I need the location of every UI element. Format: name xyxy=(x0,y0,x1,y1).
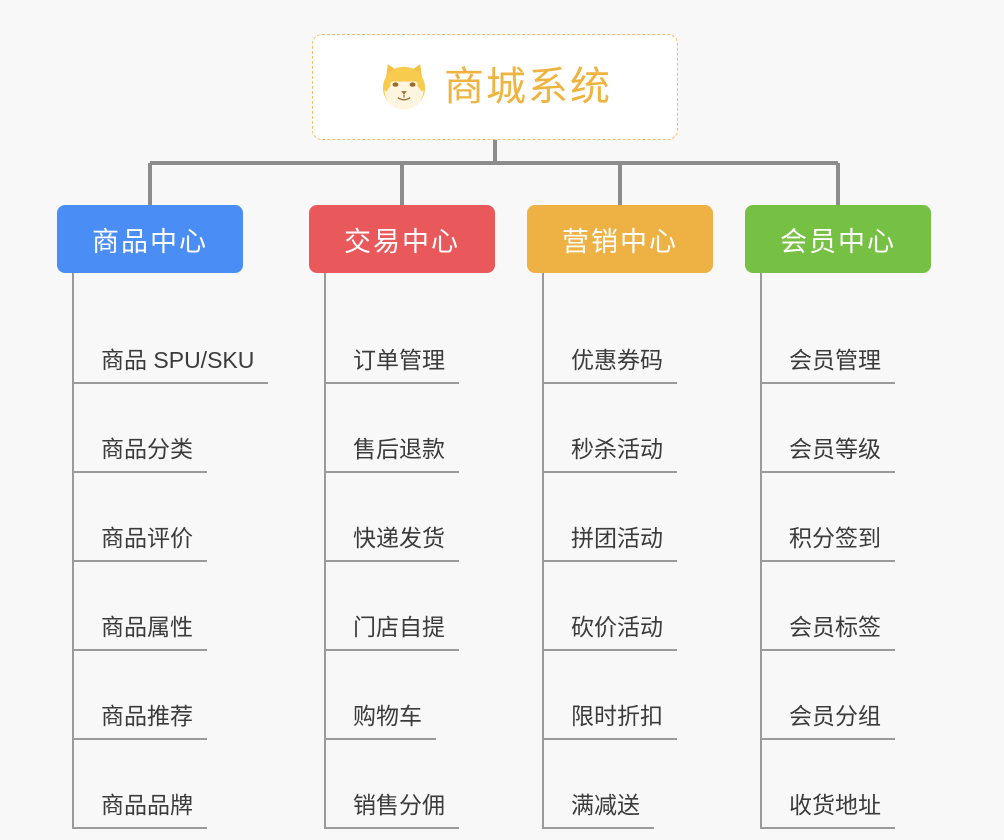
category-header-1[interactable]: 交易中心 xyxy=(309,205,495,273)
list-item[interactable]: 优惠券码 xyxy=(543,295,745,384)
leaf-label: 满减送 xyxy=(543,794,654,829)
list-item[interactable]: 门店自提 xyxy=(325,562,527,651)
leaf-label: 门店自提 xyxy=(325,616,459,651)
list-item[interactable]: 会员管理 xyxy=(761,295,963,384)
leaf-label: 快递发货 xyxy=(325,527,459,562)
leaf-label: 秒杀活动 xyxy=(543,438,677,473)
leaf-label: 会员管理 xyxy=(761,349,895,384)
category-label-1: 交易中心 xyxy=(344,226,460,257)
category-label-2: 营销中心 xyxy=(562,226,678,257)
leaf-label: 售后退款 xyxy=(325,438,459,473)
list-item[interactable]: 商品品牌 xyxy=(73,740,303,829)
leaf-label: 商品 SPU/SKU xyxy=(73,349,269,384)
list-item[interactable]: 砍价活动 xyxy=(543,562,745,651)
list-item[interactable]: 秒杀活动 xyxy=(543,384,745,473)
category-header-0[interactable]: 商品中心 xyxy=(57,205,243,273)
leaf-label: 商品属性 xyxy=(73,616,207,651)
root-title: 商城系统 xyxy=(444,65,612,109)
leaf-list-1: 订单管理 售后退款 快递发货 门店自提 购物车 销售分佣 xyxy=(309,273,527,829)
root-node[interactable]: 商城系统 xyxy=(312,34,678,140)
leaf-label: 订单管理 xyxy=(325,349,459,384)
list-item[interactable]: 销售分佣 xyxy=(325,740,527,829)
list-item[interactable]: 商品分类 xyxy=(73,384,303,473)
leaf-label: 拼团活动 xyxy=(543,527,677,562)
category-label-0: 商品中心 xyxy=(92,226,208,257)
leaf-label: 商品分类 xyxy=(73,438,207,473)
leaf-label: 商品评价 xyxy=(73,527,207,562)
leaf-list-0: 商品 SPU/SKU 商品分类 商品评价 商品属性 商品推荐 商品品牌 xyxy=(57,273,303,829)
list-item[interactable]: 限时折扣 xyxy=(543,651,745,740)
category-label-3: 会员中心 xyxy=(780,226,896,257)
list-item[interactable]: 订单管理 xyxy=(325,295,527,384)
leaf-list-3: 会员管理 会员等级 积分签到 会员标签 会员分组 收货地址 xyxy=(745,273,963,829)
category-header-3[interactable]: 会员中心 xyxy=(745,205,931,273)
branch-column-0: 商品中心 商品 SPU/SKU 商品分类 商品评价 商品属性 商品推荐 商品品牌 xyxy=(57,205,303,829)
branch-column-2: 营销中心 优惠券码 秒杀活动 拼团活动 砍价活动 限时折扣 满减送 xyxy=(527,205,745,829)
leaf-label: 销售分佣 xyxy=(325,794,459,829)
list-item[interactable]: 收货地址 xyxy=(761,740,963,829)
leaf-label: 会员等级 xyxy=(761,438,895,473)
list-item[interactable]: 会员等级 xyxy=(761,384,963,473)
list-item[interactable]: 商品推荐 xyxy=(73,651,303,740)
leaf-label: 收货地址 xyxy=(761,794,895,829)
list-item[interactable]: 会员标签 xyxy=(761,562,963,651)
list-item[interactable]: 购物车 xyxy=(325,651,527,740)
leaf-label: 优惠券码 xyxy=(543,349,677,384)
leaf-list-2: 优惠券码 秒杀活动 拼团活动 砍价活动 限时折扣 满减送 xyxy=(527,273,745,829)
leaf-label: 会员标签 xyxy=(761,616,895,651)
list-item[interactable]: 会员分组 xyxy=(761,651,963,740)
list-item[interactable]: 商品 SPU/SKU xyxy=(73,295,303,384)
leaf-label: 限时折扣 xyxy=(543,705,677,740)
category-header-2[interactable]: 营销中心 xyxy=(527,205,713,273)
leaf-label: 会员分组 xyxy=(761,705,895,740)
leaf-label: 砍价活动 xyxy=(543,616,677,651)
list-item[interactable]: 拼团活动 xyxy=(543,473,745,562)
list-item[interactable]: 商品评价 xyxy=(73,473,303,562)
leaf-label: 商品品牌 xyxy=(73,794,207,829)
branch-column-1: 交易中心 订单管理 售后退款 快递发货 门店自提 购物车 销售分佣 xyxy=(309,205,527,829)
list-item[interactable]: 满减送 xyxy=(543,740,745,829)
list-item[interactable]: 商品属性 xyxy=(73,562,303,651)
leaf-label: 积分签到 xyxy=(761,527,895,562)
list-item[interactable]: 快递发货 xyxy=(325,473,527,562)
shiba-dog-face-icon xyxy=(382,64,426,110)
list-item[interactable]: 积分签到 xyxy=(761,473,963,562)
branch-column-3: 会员中心 会员管理 会员等级 积分签到 会员标签 会员分组 收货地址 xyxy=(745,205,963,829)
leaf-label: 商品推荐 xyxy=(73,705,207,740)
leaf-label: 购物车 xyxy=(325,705,436,740)
list-item[interactable]: 售后退款 xyxy=(325,384,527,473)
